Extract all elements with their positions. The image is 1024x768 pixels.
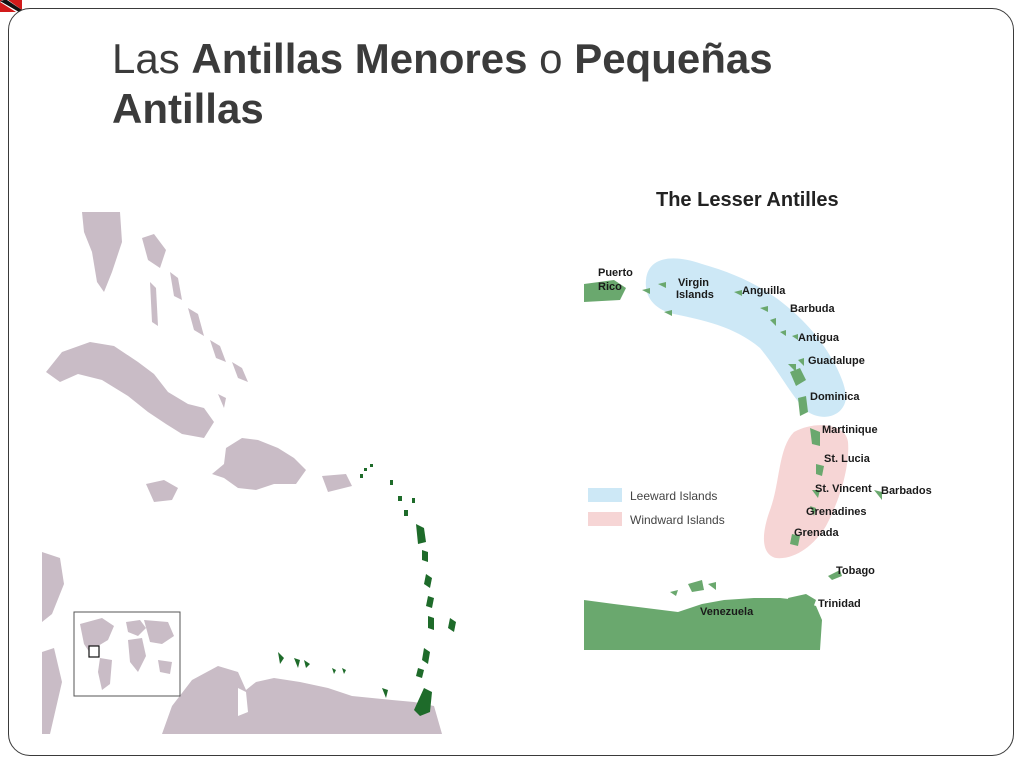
jamaica-island	[146, 480, 178, 502]
label-barbados: Barbados	[881, 485, 932, 497]
label-venezuela: Venezuela	[700, 606, 754, 618]
island-chain	[642, 282, 882, 546]
lesser-antilles-islands	[278, 464, 456, 716]
label-barbuda: Barbuda	[790, 303, 836, 315]
label-tobago: Tobago	[836, 565, 875, 577]
puerto-rico-land	[584, 280, 626, 302]
label-antigua: Antigua	[798, 332, 840, 344]
label-puerto: Puerto	[598, 267, 633, 279]
legend-swatch-leeward	[588, 488, 622, 502]
label-trinidad: Trinidad	[818, 598, 861, 610]
central-america-land	[42, 552, 64, 622]
land-masses	[42, 212, 442, 734]
cuba-island	[46, 342, 214, 438]
bahamas-island	[170, 272, 182, 300]
windward-zone	[763, 425, 849, 559]
label-st-vincent: St. Vincent	[815, 483, 872, 495]
legend-label-windward: Windward Islands	[630, 513, 725, 527]
bahamas-island	[218, 394, 226, 408]
caribbean-locator-map	[42, 212, 456, 734]
bahamas-island	[210, 340, 226, 362]
corner-flag-decoration	[0, 0, 22, 12]
bahamas-island	[232, 362, 248, 382]
puerto-rico-island	[322, 474, 352, 492]
label-islands: Islands	[676, 289, 714, 301]
label-rico: Rico	[598, 281, 622, 293]
central-america-land	[42, 648, 62, 734]
legend-label-leeward: Leeward Islands	[630, 489, 717, 503]
hispaniola-island	[212, 438, 306, 490]
world-inset-map	[73, 611, 181, 697]
tobago-island	[828, 570, 842, 580]
legend-swatch-windward	[588, 512, 622, 526]
abc-islands	[670, 580, 716, 596]
lake-maracaibo	[238, 688, 248, 716]
label-grenada: Grenada	[794, 527, 840, 539]
lesser-antilles-labelled-map: The Lesser Antilles Puerto Ric	[584, 189, 932, 650]
label-martinique: Martinique	[822, 424, 878, 436]
florida-land	[82, 212, 122, 292]
venezuela-land	[584, 598, 822, 650]
label-st-lucia: St. Lucia	[824, 453, 871, 465]
bahamas-island	[150, 282, 158, 326]
south-america-land	[162, 666, 442, 734]
label-dominica: Dominica	[810, 391, 860, 403]
label-guadalupe: Guadalupe	[808, 355, 865, 367]
label-anguilla: Anguilla	[742, 285, 786, 297]
trinidad-island	[788, 594, 816, 618]
inset-locator-box	[88, 645, 100, 658]
map-legend: Leeward Islands Windward Islands	[588, 488, 725, 527]
bahamas-island	[188, 308, 204, 336]
label-grenadines: Grenadines	[806, 506, 867, 518]
label-virgin: Virgin	[678, 277, 709, 289]
bahamas-island	[142, 234, 166, 268]
map-title: The Lesser Antilles	[656, 189, 839, 211]
